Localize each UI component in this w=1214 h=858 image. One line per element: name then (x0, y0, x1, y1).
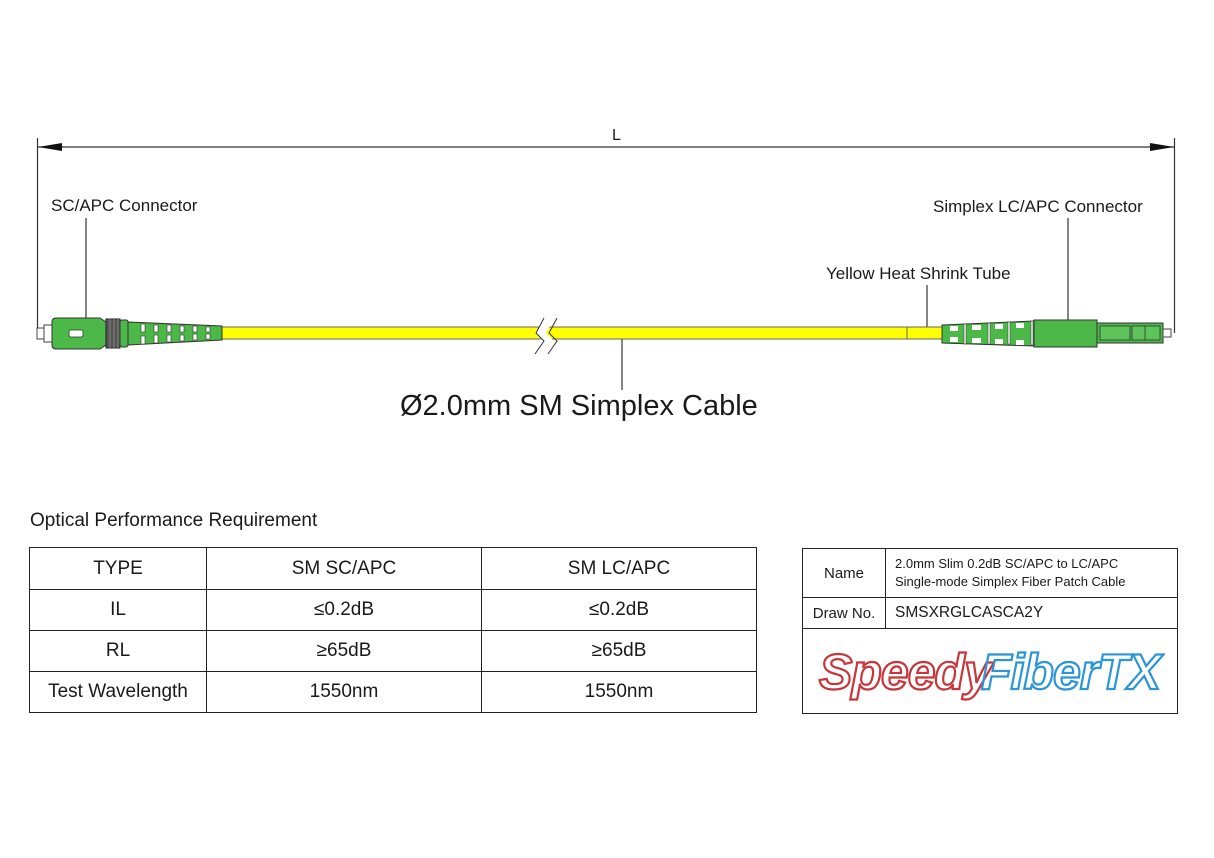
performance-title: Optical Performance Requirement (30, 510, 318, 531)
logo-speedy-text: Speedy (819, 644, 994, 700)
patch-cable-drawing (36, 138, 1176, 390)
speedyfibertx-logo: Speedy FiberTX (803, 629, 1177, 713)
sc-apc-connector-icon (36, 317, 223, 350)
header-sc-apc: SM SC/APC (206, 547, 482, 590)
name-value: 2.0mm Slim 0.2dB SC/APC to LC/APC Single… (886, 549, 1177, 597)
name-key: Name (803, 549, 886, 597)
length-dimension-label: L (612, 127, 621, 144)
name-row: Name 2.0mm Slim 0.2dB SC/APC to LC/APC S… (803, 549, 1177, 598)
draw-number-key: Draw No. (803, 598, 886, 628)
draw-number-row: Draw No. SMSXRGLCASCA2Y (803, 598, 1177, 629)
row-label: RL (29, 630, 207, 672)
logo-icon: Speedy FiberTX (818, 643, 1165, 701)
heat-shrink-tube-label: Yellow Heat Shrink Tube (826, 264, 1011, 283)
name-line-2: Single-mode Simplex Fiber Patch Cable (895, 574, 1126, 589)
cell-value: ≤0.2dB (481, 589, 757, 631)
table-row: IL ≤0.2dB ≤0.2dB (29, 589, 757, 631)
sc-apc-connector-label: SC/APC Connector (51, 196, 198, 215)
table-header-row: TYPE SM SC/APC SM LC/APC (29, 547, 757, 590)
lc-apc-connector-icon (941, 319, 1172, 348)
performance-table: TYPE SM SC/APC SM LC/APC IL ≤0.2dB ≤0.2d… (29, 547, 757, 713)
table-row: Test Wavelength 1550nm 1550nm (29, 671, 757, 713)
draw-number-value: SMSXRGLCASCA2Y (895, 604, 1044, 621)
lc-apc-connector-label: Simplex LC/APC Connector (933, 197, 1143, 216)
header-lc-apc: SM LC/APC (481, 547, 757, 590)
header-type: TYPE (29, 547, 207, 590)
row-label: IL (29, 589, 207, 631)
logo-fibertx-text: FiberTX (981, 644, 1164, 700)
cell-value: 1550nm (481, 671, 757, 713)
name-line-1: 2.0mm Slim 0.2dB SC/APC to LC/APC (895, 556, 1119, 571)
title-block: Name 2.0mm Slim 0.2dB SC/APC to LC/APC S… (802, 548, 1178, 714)
cell-value: ≥65dB (481, 630, 757, 672)
cable-label: Ø2.0mm SM Simplex Cable (400, 390, 758, 422)
table-row: RL ≥65dB ≥65dB (29, 630, 757, 672)
cell-value: ≤0.2dB (206, 589, 482, 631)
cell-value: ≥65dB (206, 630, 482, 672)
cable (221, 317, 943, 355)
cell-value: 1550nm (206, 671, 482, 713)
row-label: Test Wavelength (29, 671, 207, 713)
